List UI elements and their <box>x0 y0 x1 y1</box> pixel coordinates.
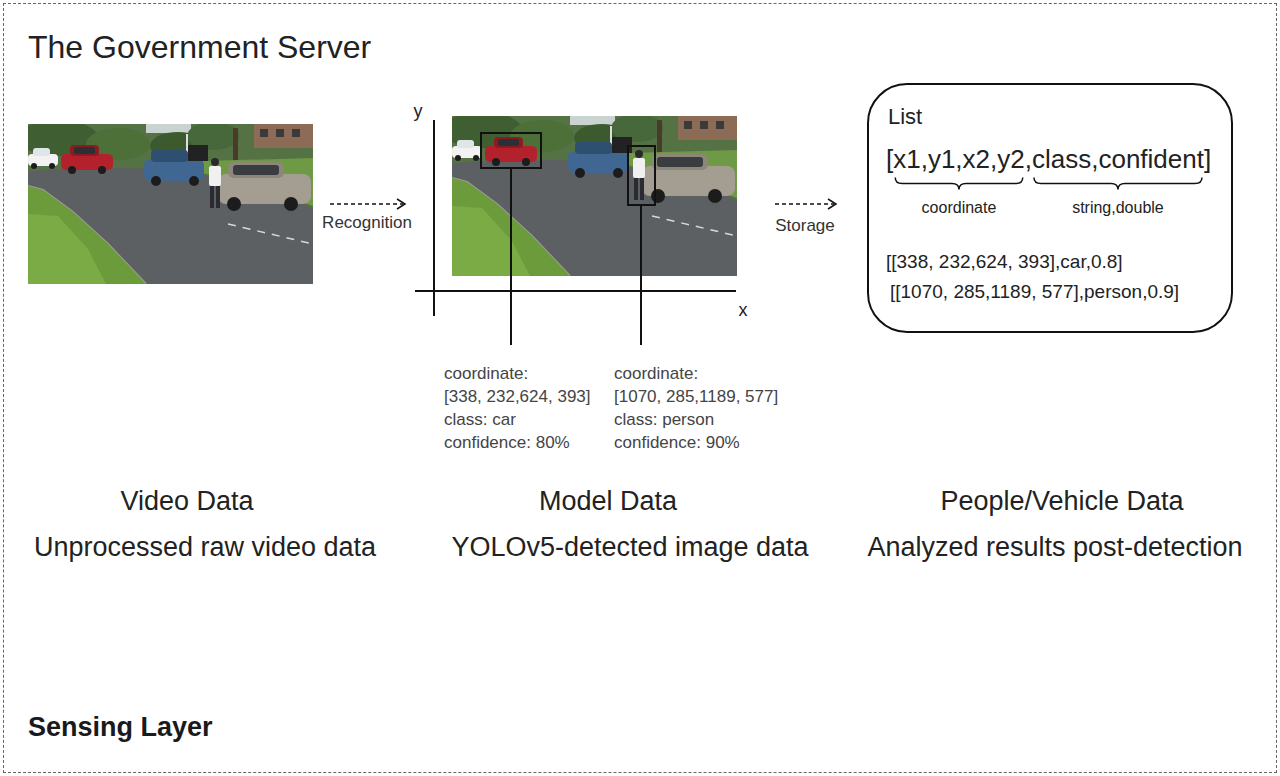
column-caption: YOLOv5-detected image data <box>451 531 808 563</box>
column-heading: Video Data <box>120 485 253 517</box>
list-heading: List <box>888 104 922 130</box>
x-axis <box>415 290 736 292</box>
callout-text: [338, 232,624, 393] <box>444 387 591 407</box>
list-format: [x1,y1,x2,y2,class,confident] <box>886 144 1211 175</box>
arrow-label: Recognition <box>322 213 412 233</box>
frame-title: The Government Server <box>28 28 371 66</box>
arrow-head <box>828 199 836 209</box>
list-entry: [[338, 232,624, 393],car,0.8] <box>886 251 1123 274</box>
arrow-label: Storage <box>775 216 835 236</box>
curly-brace <box>895 178 1023 190</box>
layer-name: Sensing Layer <box>28 711 213 743</box>
leader-line <box>510 168 512 345</box>
recognition-arrow <box>330 199 405 209</box>
column-heading: Model Data <box>539 485 677 517</box>
dashed-arrow-line <box>775 203 834 205</box>
callout-text: confidence: 80% <box>444 433 570 453</box>
car-bounding-box <box>481 133 541 168</box>
brace-label: string,double <box>1072 198 1164 217</box>
callout-text: class: person <box>614 410 714 430</box>
column-caption: Unprocessed raw video data <box>34 531 376 563</box>
list-entry: [[1070, 285,1189, 577],person,0.9] <box>890 281 1179 304</box>
arrow-head <box>397 199 405 209</box>
person-bounding-box <box>628 146 655 205</box>
y-axis <box>433 120 435 316</box>
detections <box>481 133 655 345</box>
leader-line <box>640 205 642 345</box>
column-caption: Analyzed results post-detection <box>867 531 1242 563</box>
curly-brace <box>1034 178 1202 190</box>
brace-label: coordinate <box>922 198 997 217</box>
list-box: List [x1,y1,x2,y2,class,confident] coordin… <box>867 83 1233 333</box>
axis-label: x <box>739 300 748 322</box>
callout-text: coordinate: <box>614 364 698 384</box>
callout-text: [1070, 285,1189, 577] <box>614 387 778 407</box>
dashed-arrow-line <box>330 203 403 205</box>
raw-video-frame <box>18 120 313 284</box>
column-heading: People/Vehicle Data <box>940 485 1183 517</box>
callout-text: class: car <box>444 410 516 430</box>
callout-text: coordinate: <box>444 364 528 384</box>
storage-arrow <box>775 199 836 209</box>
detected-frame <box>442 112 737 276</box>
callout-text: confidence: 90% <box>614 433 740 453</box>
axis-label: y <box>414 101 423 123</box>
